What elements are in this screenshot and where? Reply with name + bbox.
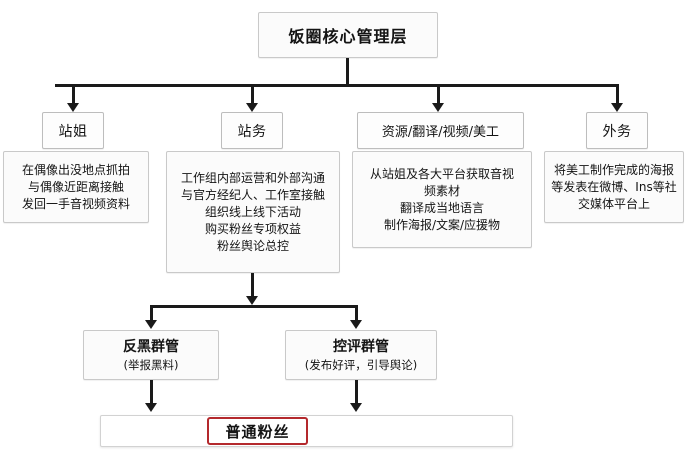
desc-line: 购买粉丝专项权益 xyxy=(204,221,301,236)
connector-level2-bar xyxy=(150,305,358,308)
connector-drop-group1 xyxy=(150,305,153,321)
connector-drop-col3 xyxy=(437,84,440,104)
node-header-zhanwu[interactable]: 站务 xyxy=(221,112,283,149)
node-core-management-label: 饭圈核心管理层 xyxy=(288,27,408,46)
desc-line: 交媒体平台上 xyxy=(577,196,650,211)
node-desc-waiwu[interactable]: 将美工制作完成的海报 等发表在微博、Ins等社 交媒体平台上 xyxy=(544,151,684,223)
connector-drop-col4 xyxy=(616,84,619,104)
node-header-waiwu-label: 外务 xyxy=(602,123,632,140)
arrow-fans-left xyxy=(145,403,157,412)
node-group-comment-control-label: 控评群管 xyxy=(333,338,389,355)
node-group-comment-control-detail: (发布好评，引导舆论) xyxy=(304,357,418,372)
node-fans-highlight[interactable]: 普通粉丝 xyxy=(207,417,308,445)
node-group-antiblack-detail: (举报黑料) xyxy=(123,357,179,372)
arrow-zhanwu-down xyxy=(246,296,258,305)
connector-drop-col2 xyxy=(251,84,254,104)
node-header-zhanwu-label: 站务 xyxy=(237,123,267,140)
arrow-col4 xyxy=(611,103,623,112)
desc-line: 翻译成当地语言 xyxy=(399,200,484,215)
node-group-comment-control[interactable]: 控评群管 (发布好评，引导舆论) xyxy=(285,330,437,380)
arrow-col2 xyxy=(246,103,258,112)
desc-line: 制作海报/文案/应援物 xyxy=(383,217,501,232)
desc-line: 粉丝舆论总控 xyxy=(216,238,289,253)
desc-line: 组织线上线下活动 xyxy=(204,204,301,219)
arrow-group2 xyxy=(350,320,362,329)
desc-line: 在偶像出没地点抓拍 xyxy=(21,162,130,177)
desc-line: 工作组内部运营和外部沟通 xyxy=(180,170,325,185)
node-desc-zhanwu[interactable]: 工作组内部运营和外部沟通 与官方经纪人、工作室接触 组织线上线下活动 购买粉丝专… xyxy=(166,151,340,273)
desc-line: 将美工制作完成的海报 xyxy=(553,162,674,177)
node-fans-label: 普通粉丝 xyxy=(225,422,290,441)
desc-line: 发回一手音视频资料 xyxy=(21,196,130,211)
desc-line: 等发表在微博、Ins等社 xyxy=(551,179,677,194)
connector-group2-to-fans xyxy=(355,380,358,404)
connector-drop-col1 xyxy=(72,84,75,104)
arrow-col3 xyxy=(432,103,444,112)
node-group-antiblack[interactable]: 反黑群管 (举报黑料) xyxy=(83,330,219,380)
desc-line: 频素材 xyxy=(423,183,460,198)
desc-line: 从站姐及各大平台获取音视 xyxy=(369,166,514,181)
node-group-antiblack-label: 反黑群管 xyxy=(123,338,179,355)
node-core-management[interactable]: 饭圈核心管理层 xyxy=(258,12,438,58)
connector-level1-bar xyxy=(55,84,618,87)
connector-group1-to-fans xyxy=(150,380,153,404)
arrow-col1 xyxy=(67,103,79,112)
node-desc-zhanjie[interactable]: 在偶像出没地点抓拍 与偶像近距离接触 发回一手音视频资料 xyxy=(3,151,149,223)
arrow-fans-right xyxy=(350,403,362,412)
node-header-resources-label: 资源/翻译/视频/美工 xyxy=(381,125,500,140)
node-header-zhanjie[interactable]: 站姐 xyxy=(42,112,104,149)
node-header-zhanjie-label: 站姐 xyxy=(58,123,88,140)
connector-title-stem xyxy=(346,58,349,84)
node-header-resources[interactable]: 资源/翻译/视频/美工 xyxy=(357,112,524,149)
connector-zhanwu-stem xyxy=(251,273,254,297)
desc-line: 与官方经纪人、工作室接触 xyxy=(180,187,325,202)
node-desc-resources[interactable]: 从站姐及各大平台获取音视 频素材 翻译成当地语言 制作海报/文案/应援物 xyxy=(352,151,532,248)
node-header-waiwu[interactable]: 外务 xyxy=(586,112,648,149)
arrow-group1 xyxy=(145,320,157,329)
desc-line: 与偶像近距离接触 xyxy=(27,179,124,194)
connector-drop-group2 xyxy=(355,305,358,321)
